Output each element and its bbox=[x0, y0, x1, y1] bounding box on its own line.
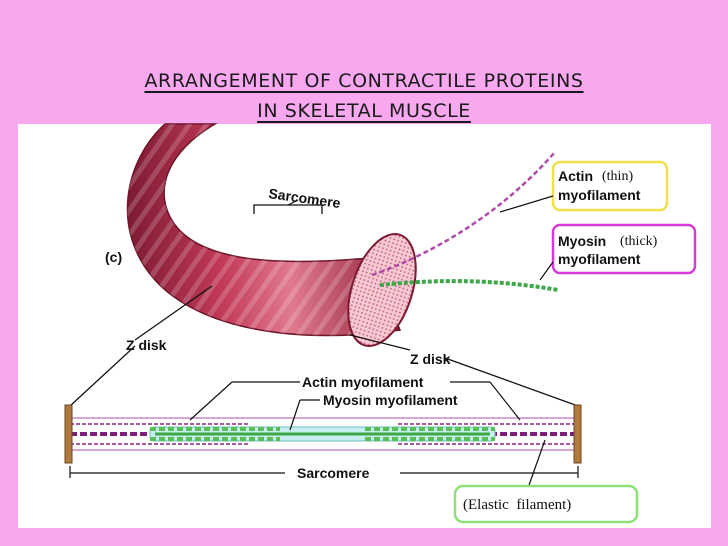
label-panel-letter: (c) bbox=[105, 249, 122, 265]
label-z-disk-left: Z disk bbox=[126, 337, 167, 353]
callout-myosin-line2: myofilament bbox=[558, 251, 641, 267]
muscle-fiber bbox=[126, 123, 417, 347]
label-z-disk-right: Z disk bbox=[410, 351, 451, 367]
slide-title: ARRANGEMENT OF CONTRACTILE PROTEINS IN S… bbox=[0, 66, 728, 126]
fiber-cross-section bbox=[347, 233, 417, 347]
callout-elastic bbox=[453, 484, 639, 524]
callout-actin bbox=[551, 160, 669, 212]
z-disk-bar-left bbox=[64, 404, 73, 464]
sarcomere-detail bbox=[64, 404, 582, 464]
callout-actin-line2: myofilament bbox=[558, 187, 641, 203]
label-sarcomere-top: Sarcomere bbox=[268, 185, 342, 211]
callout-myosin-name: Myosin bbox=[558, 233, 606, 249]
callout-actin-type: (thin) bbox=[602, 169, 633, 184]
callout-myosin bbox=[551, 223, 697, 275]
callout-myosin-type: (thick) bbox=[620, 234, 658, 249]
z-disk-bar-right bbox=[573, 404, 582, 464]
myosin-strand bbox=[379, 279, 559, 292]
callout-actin-name: Actin bbox=[558, 168, 593, 184]
title-line-2: IN SKELETAL MUSCLE bbox=[257, 100, 471, 122]
title-line-1: ARRANGEMENT OF CONTRACTILE PROTEINS bbox=[144, 70, 584, 92]
callout-elastic-text: (Elastic filament) bbox=[463, 497, 571, 513]
label-myosin-myofilament: Myosin myofilament bbox=[323, 392, 458, 408]
label-sarcomere-bottom: Sarcomere bbox=[297, 465, 370, 481]
label-actin-myofilament: Actin myofilament bbox=[302, 374, 424, 390]
